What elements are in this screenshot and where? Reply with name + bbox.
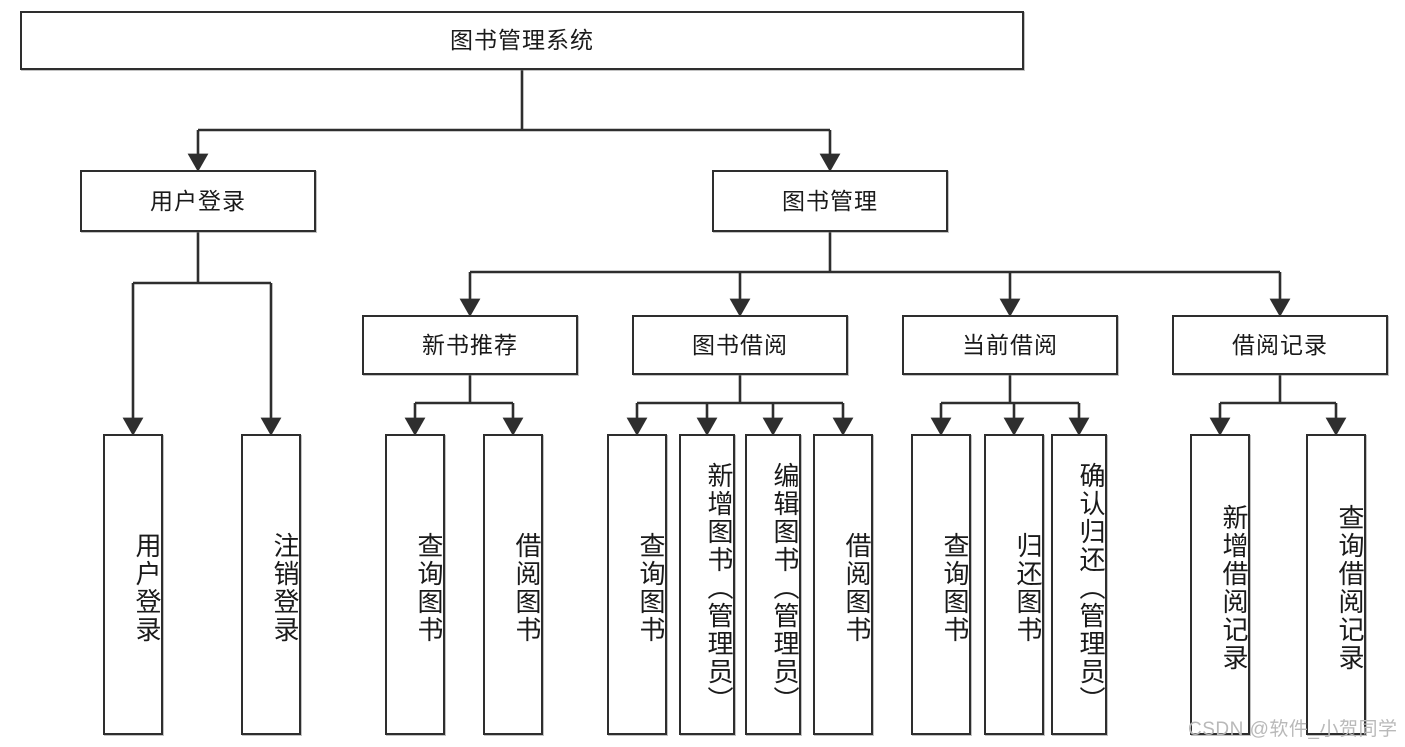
node-leaf-logout-login[interactable]: 注销登录 <box>241 434 301 735</box>
node-label: 注销登录 <box>270 531 300 644</box>
node-book-borrow[interactable]: 图书借阅 <box>632 315 848 375</box>
node-label: 查询借阅记录 <box>1335 503 1365 672</box>
node-label: 当前借阅 <box>962 331 1058 358</box>
node-label: 图书借阅 <box>692 331 788 358</box>
node-book-management-system[interactable]: 图书管理系统 <box>20 11 1024 70</box>
node-leaf-add-book-admin[interactable]: 新增图书（管理员） <box>679 434 735 735</box>
node-leaf-query-book-1[interactable]: 查询图书 <box>385 434 445 735</box>
node-label: 图书管理 <box>782 187 878 214</box>
node-label: 确认归还（管理员） <box>1076 461 1106 714</box>
node-label: 新增图书（管理员） <box>704 461 734 714</box>
node-book-manage[interactable]: 图书管理 <box>712 170 948 232</box>
node-new-book-recommend[interactable]: 新书推荐 <box>362 315 578 375</box>
node-leaf-user-login[interactable]: 用户登录 <box>103 434 163 735</box>
node-leaf-confirm-return-admin[interactable]: 确认归还（管理员） <box>1051 434 1107 735</box>
node-label: 查询图书 <box>940 531 970 644</box>
node-label: 借阅图书 <box>842 531 872 644</box>
node-label: 借阅记录 <box>1232 331 1328 358</box>
node-leaf-borrow-book-2[interactable]: 借阅图书 <box>813 434 873 735</box>
node-leaf-edit-book-admin[interactable]: 编辑图书（管理员） <box>745 434 801 735</box>
node-leaf-add-borrow-record[interactable]: 新增借阅记录 <box>1190 434 1250 735</box>
node-user-login[interactable]: 用户登录 <box>80 170 316 232</box>
node-borrow-record[interactable]: 借阅记录 <box>1172 315 1388 375</box>
node-label: 用户登录 <box>132 531 162 644</box>
node-label: 归还图书 <box>1013 531 1043 644</box>
node-label: 查询图书 <box>414 531 444 644</box>
node-label: 用户登录 <box>150 187 246 214</box>
node-leaf-query-book-3[interactable]: 查询图书 <box>911 434 971 735</box>
node-label: 查询图书 <box>636 531 666 644</box>
csdn-watermark: CSDN @软件_小贺同学 <box>1188 719 1398 740</box>
node-label: 图书管理系统 <box>450 27 594 54</box>
node-label: 编辑图书（管理员） <box>770 461 800 714</box>
node-leaf-query-book-2[interactable]: 查询图书 <box>607 434 667 735</box>
node-leaf-query-borrow-record[interactable]: 查询借阅记录 <box>1306 434 1366 735</box>
node-label: 借阅图书 <box>512 531 542 644</box>
node-current-borrow[interactable]: 当前借阅 <box>902 315 1118 375</box>
node-label: 新增借阅记录 <box>1219 503 1249 672</box>
node-leaf-borrow-book-1[interactable]: 借阅图书 <box>483 434 543 735</box>
node-leaf-return-book[interactable]: 归还图书 <box>984 434 1044 735</box>
node-label: 新书推荐 <box>422 331 518 358</box>
